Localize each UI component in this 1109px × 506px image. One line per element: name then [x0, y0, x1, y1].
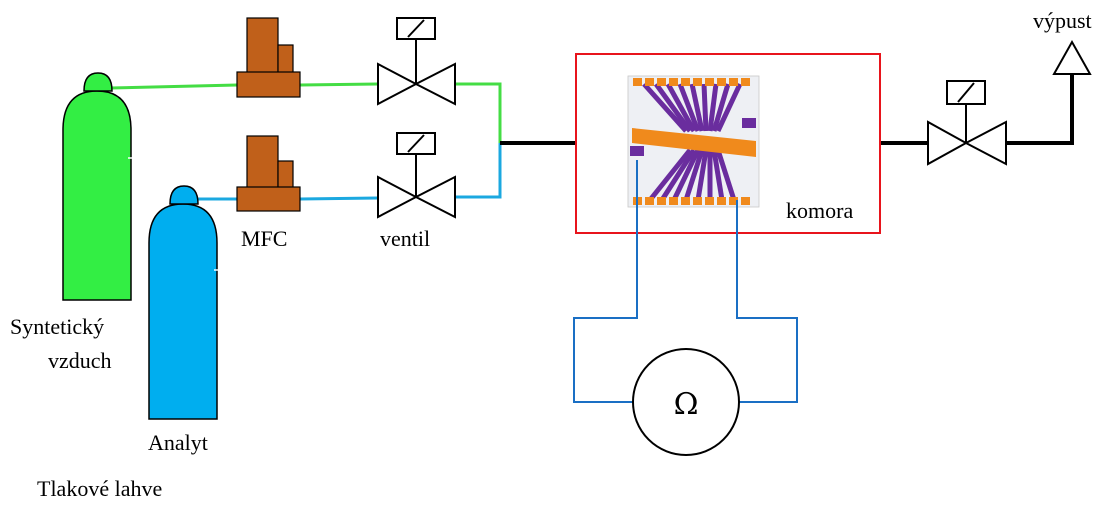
- mass-flow-controller-icon: [236, 135, 301, 212]
- blue-line-valve-to-junction: [455, 143, 502, 199]
- solenoid-valve-icon: [377, 132, 456, 219]
- solenoid-valve-icon: [927, 80, 1007, 166]
- solenoid-valve-icon: [377, 17, 456, 106]
- line-exhaust-valve-to-outlet: [1006, 73, 1074, 145]
- green-line-cylinder-to-mfc: [109, 83, 238, 90]
- wire-right: [736, 200, 798, 403]
- label-synthetic-air-line1: Syntetický: [10, 314, 104, 339]
- label-synthetic-air-line2: vzduch: [48, 348, 112, 373]
- blue-gas-line: [198, 143, 502, 201]
- green-line-valve-to-junction: [455, 82, 502, 143]
- ohmmeter-icon: [632, 348, 740, 456]
- gas-cylinder-icon: [62, 72, 132, 301]
- label-mfc: MFC: [241, 226, 287, 251]
- mass-flow-controller-icon: [236, 17, 301, 98]
- blue-line-mfc-to-valve: [299, 196, 379, 201]
- label-exhaust: výpust: [1033, 8, 1092, 33]
- label-cylinders: Tlakové lahve: [37, 476, 162, 501]
- ohmmeter-symbol: Ω: [674, 387, 699, 422]
- wire-left: [573, 160, 638, 403]
- black-gas-line: [500, 73, 1074, 145]
- sensor-chip-icon: [627, 75, 760, 208]
- measurement-wiring: [573, 160, 798, 403]
- green-line-mfc-to-valve: [299, 82, 379, 87]
- label-valve: ventil: [380, 226, 430, 251]
- green-gas-line: [109, 82, 502, 143]
- label-analyte: Analyt: [148, 430, 208, 455]
- gas-cylinder-icon: [148, 185, 218, 420]
- exhaust-arrow-icon: [1052, 39, 1092, 75]
- label-chamber: komora: [786, 198, 853, 223]
